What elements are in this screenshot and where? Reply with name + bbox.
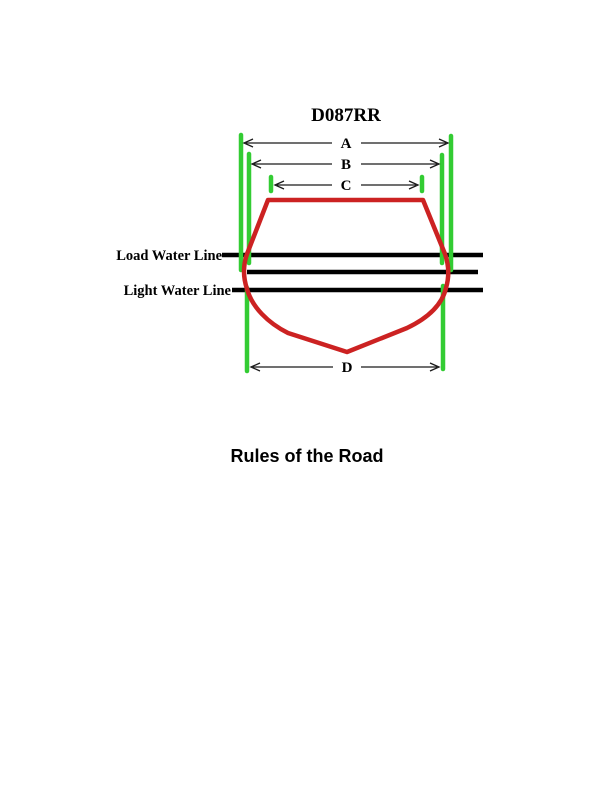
load-water-line-label: Load Water Line bbox=[116, 248, 222, 264]
diagram-caption: Rules of the Road bbox=[230, 446, 383, 466]
diagram-title: D087RR bbox=[311, 105, 381, 126]
dimension-arrows bbox=[242, 138, 450, 372]
dimension-label-a: A bbox=[341, 136, 352, 152]
arrow-c-head-left bbox=[273, 180, 285, 190]
arrow-b-head-left bbox=[250, 159, 262, 169]
dimension-label-c: C bbox=[341, 178, 352, 194]
arrow-c-head-right bbox=[408, 180, 420, 190]
arrow-d-head-left bbox=[249, 362, 261, 372]
light-water-line-label: Light Water Line bbox=[124, 283, 232, 299]
dimension-label-d: D bbox=[342, 360, 353, 376]
arrow-d-head-right bbox=[429, 362, 441, 372]
dimension-arrow-b bbox=[250, 159, 441, 169]
dimension-arrow-c bbox=[273, 180, 420, 190]
hull-outline bbox=[241, 197, 451, 355]
arrow-a-head-right bbox=[438, 138, 450, 148]
dimension-arrow-d bbox=[249, 362, 441, 372]
arrow-a-head-left bbox=[242, 138, 254, 148]
dimension-label-b: B bbox=[341, 157, 351, 173]
arrow-b-head-right bbox=[429, 159, 441, 169]
dimension-arrow-a bbox=[242, 138, 450, 148]
